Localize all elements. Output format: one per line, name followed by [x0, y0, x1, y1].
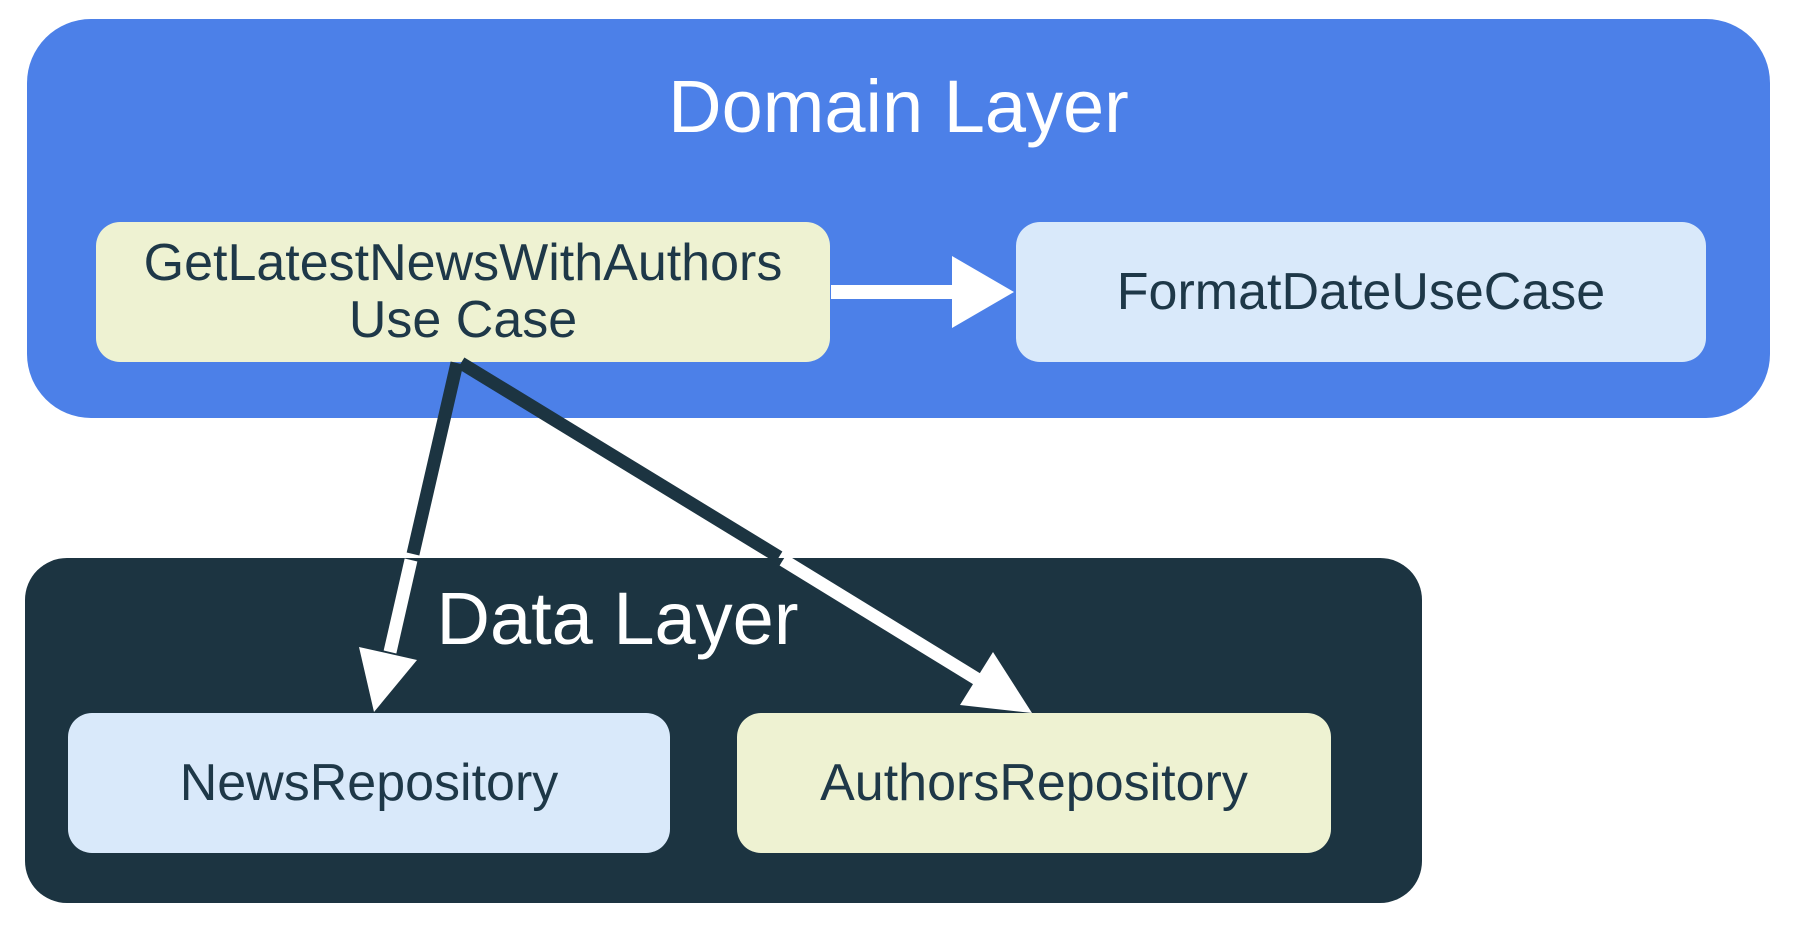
node-news-repository-label: NewsRepository [179, 753, 559, 812]
node-get-latest-news-with-authors-use-case: GetLatestNewsWithAuthors Use Case [96, 222, 830, 362]
node-get-latest-label-line2: Use Case [348, 291, 578, 349]
node-format-date-label: FormatDateUseCase [1116, 262, 1606, 321]
node-format-date-use-case: FormatDateUseCase [1016, 222, 1706, 362]
node-get-latest-label-line1: GetLatestNewsWithAuthors [143, 234, 783, 292]
node-authors-repository-label: AuthorsRepository [820, 753, 1248, 812]
data-layer-title: Data Layer [436, 577, 799, 660]
domain-layer-title: Domain Layer [668, 65, 1129, 148]
node-authors-repository: AuthorsRepository [737, 713, 1331, 853]
node-news-repository: NewsRepository [68, 713, 670, 853]
